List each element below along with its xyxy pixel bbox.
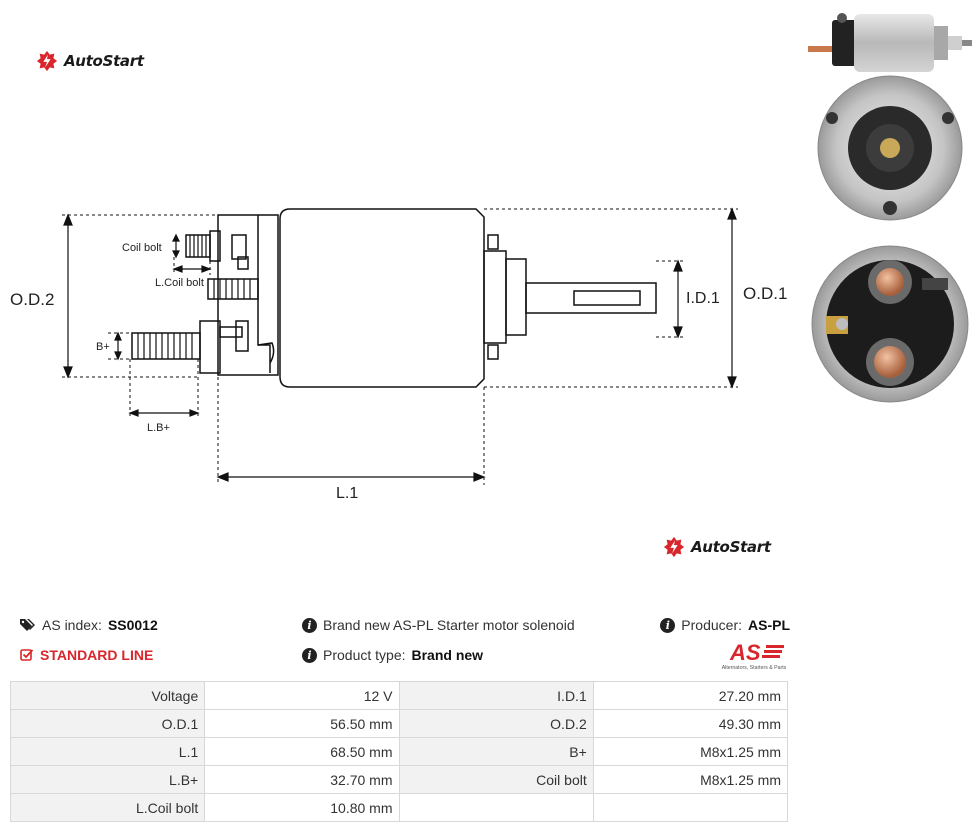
standard-line-badge: STANDARD LINE xyxy=(20,647,153,663)
info-icon: i xyxy=(660,617,676,633)
producer: i Producer: AS-PL xyxy=(660,617,790,633)
spec-value: 56.50 mm xyxy=(204,709,400,738)
spec-key: Voltage xyxy=(9,681,206,710)
solenoid-technical-drawing: Coil bolt L.Coil bolt O.D.2 B+ L.B+ L.1 … xyxy=(10,207,787,502)
spec-value: 12 V xyxy=(204,681,400,710)
label-lbplus: L.B+ xyxy=(147,422,170,434)
checkbox-icon xyxy=(20,649,34,661)
product-type: i Product type: Brand new xyxy=(302,647,483,663)
producer-value: AS-PL xyxy=(748,617,790,633)
label-od2: O.D.2 xyxy=(10,290,54,309)
spec-value: M8x1.25 mm xyxy=(592,765,789,794)
spec-value: 32.70 mm xyxy=(204,765,400,794)
autostart-logo-text: AutoStart xyxy=(64,52,144,70)
product-type-label: Product type: xyxy=(323,647,406,663)
as-index-value: SS0012 xyxy=(107,617,158,633)
photo-back-view xyxy=(811,245,969,403)
spec-key: L.Coil bolt xyxy=(9,793,206,822)
spec-empty xyxy=(592,793,789,822)
product-description: i Brand new AS-PL Starter motor solenoid xyxy=(302,617,575,633)
description-text: Brand new AS-PL Starter motor solenoid xyxy=(323,617,575,633)
spec-key: I.D.1 xyxy=(398,681,594,710)
photo-side-view xyxy=(808,13,972,72)
table-row: O.D.1 56.50 mm O.D.2 49.30 mm xyxy=(9,709,789,738)
label-l1: L.1 xyxy=(336,485,358,502)
as-pl-tagline: Alternators, Starters & Parts xyxy=(722,665,787,671)
spec-value: 68.50 mm xyxy=(204,737,400,766)
spec-value: 10.80 mm xyxy=(204,793,400,822)
product-type-value: Brand new xyxy=(411,647,484,663)
table-row: L.1 68.50 mm B+ M8x1.25 mm xyxy=(9,737,789,766)
as-index: AS index: SS0012 xyxy=(20,617,158,633)
label-od1: O.D.1 xyxy=(743,284,787,303)
tag-icon xyxy=(20,619,35,631)
table-row: Voltage 12 V I.D.1 27.20 mm xyxy=(9,681,789,710)
label-id1: I.D.1 xyxy=(686,290,720,307)
autostart-logo-text: AutoStart xyxy=(691,538,771,556)
spec-value: M8x1.25 mm xyxy=(592,737,789,766)
spec-key: B+ xyxy=(398,737,594,766)
spec-key: L.1 xyxy=(9,737,206,766)
product-photos xyxy=(808,13,972,403)
solenoid-body xyxy=(279,208,485,388)
spec-empty xyxy=(398,793,594,822)
label-bplus: B+ xyxy=(96,341,110,353)
label-l-coil-bolt: L.Coil bolt xyxy=(155,277,204,289)
producer-label: Producer: xyxy=(681,617,742,633)
autostart-logo-secondary: AutoStart xyxy=(663,536,771,558)
spec-value: 27.20 mm xyxy=(592,681,789,710)
autostart-logo: AutoStart xyxy=(36,50,144,72)
spec-key: Coil bolt xyxy=(398,765,594,794)
spec-key: O.D.2 xyxy=(398,709,594,738)
label-coil-bolt: Coil bolt xyxy=(122,242,162,254)
as-pl-logo: AS Alternators, Starters & Parts xyxy=(722,640,787,671)
autostart-logo-icon xyxy=(663,536,685,558)
autostart-logo-icon xyxy=(36,50,58,72)
spec-table: Voltage 12 V I.D.1 27.20 mm O.D.1 56.50 … xyxy=(9,681,789,822)
as-index-label: AS index: xyxy=(42,617,102,633)
as-pl-logo-mark: AS xyxy=(729,640,761,665)
info-icon: i xyxy=(302,617,317,633)
spec-value: 49.30 mm xyxy=(592,709,789,738)
photo-front-view xyxy=(817,75,963,221)
bplus-bolt xyxy=(131,332,201,360)
table-row: L.Coil bolt 10.80 mm xyxy=(9,793,789,822)
spec-key: L.B+ xyxy=(9,765,206,794)
table-row: L.B+ 32.70 mm Coil bolt M8x1.25 mm xyxy=(9,765,789,794)
info-icon: i xyxy=(302,647,317,663)
left-cap xyxy=(217,214,279,376)
spec-key: O.D.1 xyxy=(9,709,206,738)
standard-line-label: STANDARD LINE xyxy=(40,647,154,663)
